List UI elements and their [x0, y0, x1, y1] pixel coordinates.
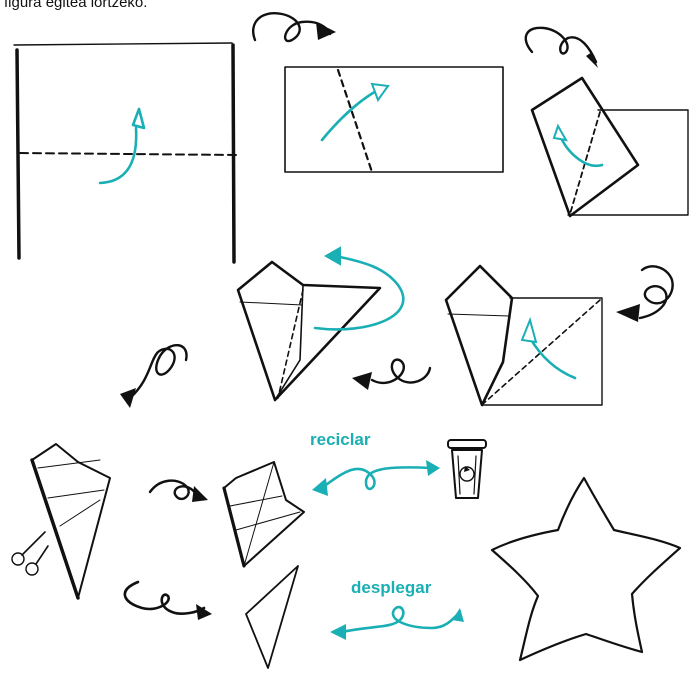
step-4-outline	[236, 260, 382, 402]
turn-over-arrowhead	[192, 486, 208, 502]
step-7-crease	[235, 511, 301, 531]
step-8-wedge	[245, 565, 299, 669]
step-4-kite	[236, 246, 405, 402]
turn-over-arrowhead	[586, 52, 598, 68]
step-2-arrowhead	[370, 82, 390, 103]
turn-over-arrowhead	[316, 22, 336, 40]
step-5-arrowhead	[520, 316, 538, 344]
star-outline	[490, 476, 682, 662]
step-5-fold-line	[483, 299, 601, 404]
step-6-cone	[30, 443, 111, 600]
turn-over-swirl	[370, 358, 432, 385]
turn-over-swirl	[148, 479, 198, 501]
recycle-arrowhead-right	[426, 460, 440, 476]
step-4-inner-edge	[274, 284, 304, 401]
turn-over-arrow-1	[252, 12, 336, 43]
unfold-arrow-path	[340, 605, 460, 634]
step-7-trimmed-cone	[222, 461, 305, 568]
step-5-crease	[447, 313, 511, 317]
step-1-fold-line	[19, 152, 237, 156]
recycle-label: reciclar	[310, 430, 371, 449]
recycle-arrow	[312, 460, 440, 496]
step-7-crease	[243, 461, 275, 567]
turn-over-arrowhead	[120, 388, 136, 408]
turn-over-swirl	[128, 344, 188, 400]
step-3-back-sheet	[567, 109, 689, 216]
unfold-label: desplegar	[351, 578, 432, 597]
step-6-crease	[37, 459, 101, 469]
recycle-arrow-path	[320, 466, 434, 491]
turn-over-arrow-6	[148, 479, 208, 502]
step-4-fold-arrow	[313, 254, 405, 331]
caption-text: figura egitea lortzeko.	[4, 0, 148, 11]
turn-over-arrowhead	[352, 372, 372, 390]
step-3-front-flap	[530, 76, 640, 218]
unfold-arrowhead-right	[452, 608, 464, 622]
turn-over-arrow-2	[524, 26, 598, 68]
scissors-icon	[11, 531, 49, 576]
step-5-front-flap	[444, 264, 514, 407]
step-7-crease	[229, 495, 283, 507]
step-4-crease	[239, 301, 303, 306]
turn-over-swirl	[123, 580, 206, 615]
step-2-fold-arrow	[320, 88, 380, 142]
step-5-kite-on-square	[444, 264, 603, 407]
unfold-arrow	[330, 605, 464, 640]
recycle-bin-icon	[447, 439, 487, 499]
turn-over-arrowhead	[616, 304, 640, 322]
step-4-arrowhead	[323, 246, 341, 266]
turn-over-arrowhead	[196, 604, 212, 620]
step-1-square	[13, 42, 237, 264]
step-3-arrowhead	[552, 123, 568, 142]
final-star	[490, 476, 682, 662]
turn-over-swirl	[638, 265, 674, 320]
step-6-crease	[59, 499, 101, 527]
step-3-folded-square	[530, 76, 689, 218]
step-5-back-sheet	[481, 297, 603, 406]
step-7-left-edge	[222, 486, 246, 568]
turn-over-swirl	[524, 26, 598, 64]
turn-over-arrow-4	[352, 358, 432, 390]
step-6-cut-edge	[30, 458, 80, 600]
turn-over-arrow-7	[123, 580, 212, 620]
step-8-outline	[245, 565, 299, 669]
step-2-fold-line	[336, 68, 374, 174]
step-4-fold-line	[277, 289, 304, 399]
step-1-fold-arrow	[98, 126, 138, 185]
turn-over-arrow-3	[120, 344, 188, 408]
recycle-arrowhead-left	[312, 478, 328, 496]
step-5-fold-arrow	[528, 336, 577, 380]
turn-over-arrow-5	[616, 265, 674, 322]
step-6-crease	[47, 489, 105, 499]
turn-over-swirl	[252, 12, 332, 43]
step-1-top-edge	[13, 42, 233, 46]
unfold-arrowhead-left	[330, 624, 346, 640]
step-2-rectangle-outline	[284, 66, 504, 173]
step-1-left-edge	[15, 48, 21, 260]
step-2-rectangle	[284, 66, 504, 174]
step-1-right-edge	[231, 43, 236, 264]
step-1-arrowhead	[131, 107, 146, 130]
